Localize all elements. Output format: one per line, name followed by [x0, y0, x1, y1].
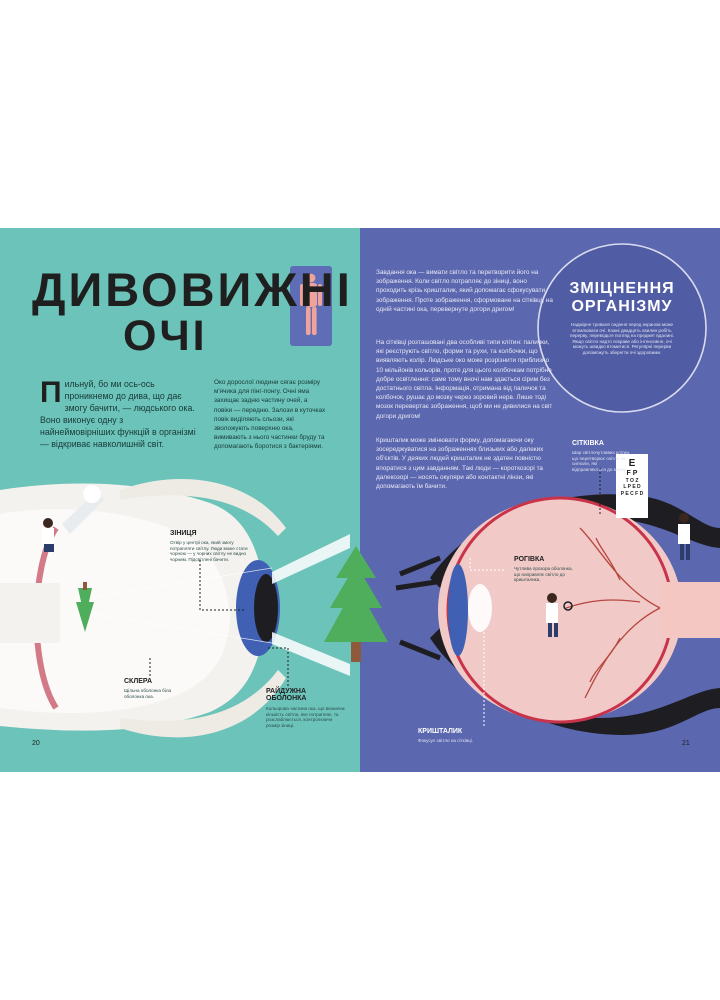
right-col-p2: На сітківці розташовані два особливі тип… [376, 339, 553, 420]
eyelid-top [120, 478, 286, 536]
scientist-icon-right [546, 593, 573, 637]
chart-row-3: T O Z [625, 478, 639, 484]
light-beam-bottom [272, 632, 350, 676]
human-figure-icon [300, 273, 322, 335]
label-sclera-desc: Щільна оболонка біла оболонка ока. [124, 688, 172, 699]
label-pupil-desc: Отвір у центрі ока, який змогу потраплят… [170, 540, 248, 562]
right-col-p1: Завдання ока — вимати світло та перетвор… [376, 269, 553, 313]
scientist-top-right [678, 513, 690, 560]
eyelid-bottom [120, 670, 286, 738]
chart-row-2: F P [626, 470, 638, 477]
left-column-text: Око дорослої людини сягає розміру м'ячик… [214, 379, 326, 451]
page-title-line1: ДИВОВИЖНІ [32, 263, 353, 316]
box-title-line1: ЗМІЦНЕННЯ [569, 280, 675, 297]
label-retina-desc: Шар світлочутливих клітин, що перетворює… [572, 450, 631, 472]
sclera-shape-back [0, 509, 230, 714]
eye-chart-letters: E F P T O Z L P E D P E C F D [618, 458, 646, 497]
tree-icon [324, 546, 388, 662]
tip-box: ЗМІЦНЕННЯ ОРГАНІЗМУ Надмірне тривале сид… [566, 280, 678, 356]
eyeball-right [438, 498, 682, 722]
box-text: Надмірне тривале сидіння перед екраном м… [570, 322, 674, 355]
magnifier-icon [563, 601, 573, 611]
label-iris-desc: Кольорова частина ока, що визначає кільк… [266, 706, 346, 728]
chart-row-5: P E C F D [620, 490, 644, 497]
dropcap: П [40, 376, 62, 409]
page-number-left: 20 [32, 740, 40, 747]
intro-text: ильнуй, бо ми ось-ось проникнемо до дива… [40, 379, 196, 449]
optic-nerve-right [660, 582, 720, 638]
chart-row-4: L P E D [623, 484, 641, 491]
illustration [0, 243, 720, 738]
pupil-black [254, 574, 278, 642]
light-beam-top [272, 534, 350, 584]
page-title-line2: ОЧІ [123, 312, 208, 360]
label-sclera: СКЛЕРА [124, 678, 153, 685]
box-title-line2: ОРГАНІЗМУ [571, 298, 673, 315]
chart-row-1: E [628, 458, 636, 469]
label-pupil: ЗІНИЦЯ [170, 530, 197, 537]
right-col-p3: Кришталик може змінювати форму, допомага… [376, 437, 544, 491]
label-iris: РАЙДУЖНА ОБОЛОНКА [266, 688, 307, 702]
label-retina: СІТКІВКА [572, 440, 604, 447]
label-lens-desc: Фокусує світло на сітківці. [418, 738, 474, 743]
optic-nerve-left [0, 583, 60, 643]
label-cornea-desc: Чутлива прозора оболонка, що направляє с… [514, 566, 573, 583]
box-circle [537, 243, 707, 413]
label-cornea: РОГІВКА [514, 556, 545, 563]
lens [468, 584, 492, 632]
scientist-icon [42, 485, 104, 552]
label-lens: КРИШТАЛИК [418, 728, 463, 735]
page-number-right: 21 [682, 740, 690, 747]
eye-chart-icon [616, 454, 648, 518]
